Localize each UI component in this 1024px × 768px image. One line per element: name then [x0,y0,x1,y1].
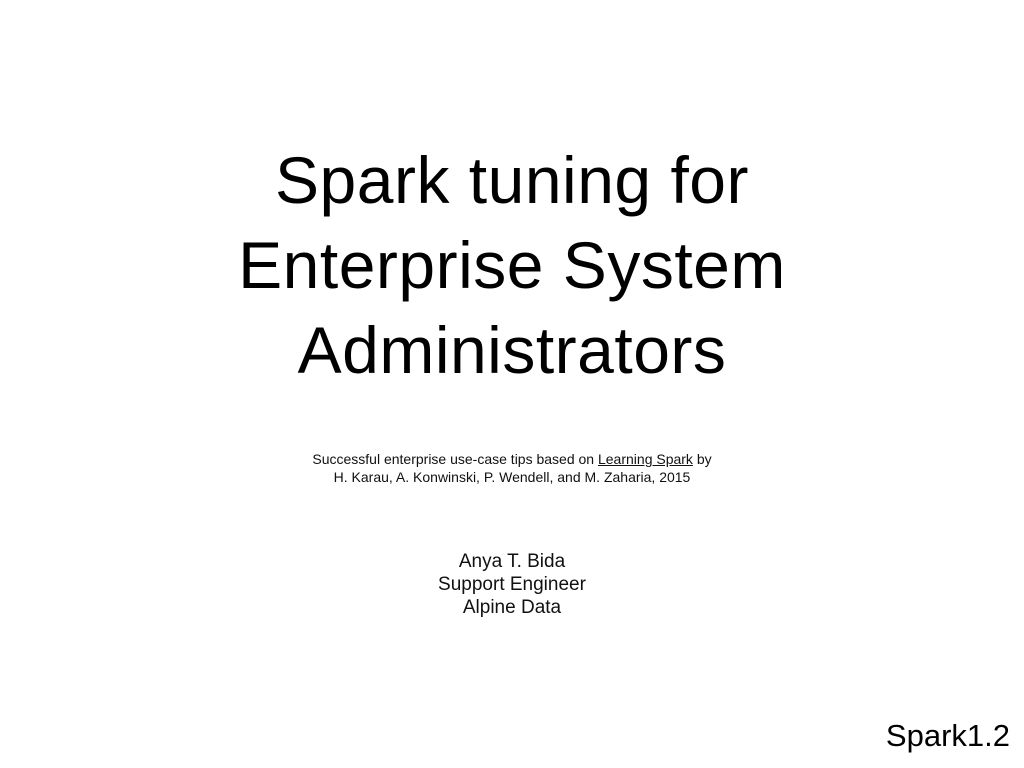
version-label: Spark1.2 [885,718,1010,753]
slide-title-line-2: Enterprise System [238,228,786,302]
slide-title-line-1: Spark tuning for [275,143,749,217]
slide-subtitle: Successful enterprise use-case tips base… [0,450,1024,486]
author-company: Alpine Data [462,597,562,618]
author-block: Anya T. Bida Support Engineer Alpine Dat… [0,550,1024,619]
subtitle-suffix: by [692,451,712,467]
subtitle-line-2: H. Karau, A. Konwinski, P. Wendell, and … [333,469,691,485]
subtitle-line-1: Successful enterprise use-case tips base… [0,450,1024,468]
subtitle-prefix: Successful enterprise use-case tips base… [312,451,598,467]
learning-spark-link[interactable]: Learning Spark [597,451,693,467]
slide-title-line-3: Administrators [297,313,727,387]
author-name: Anya T. Bida [458,551,566,572]
slide-title: Spark tuning for Enterprise System Admin… [0,138,1024,393]
author-role: Support Engineer [438,574,586,595]
